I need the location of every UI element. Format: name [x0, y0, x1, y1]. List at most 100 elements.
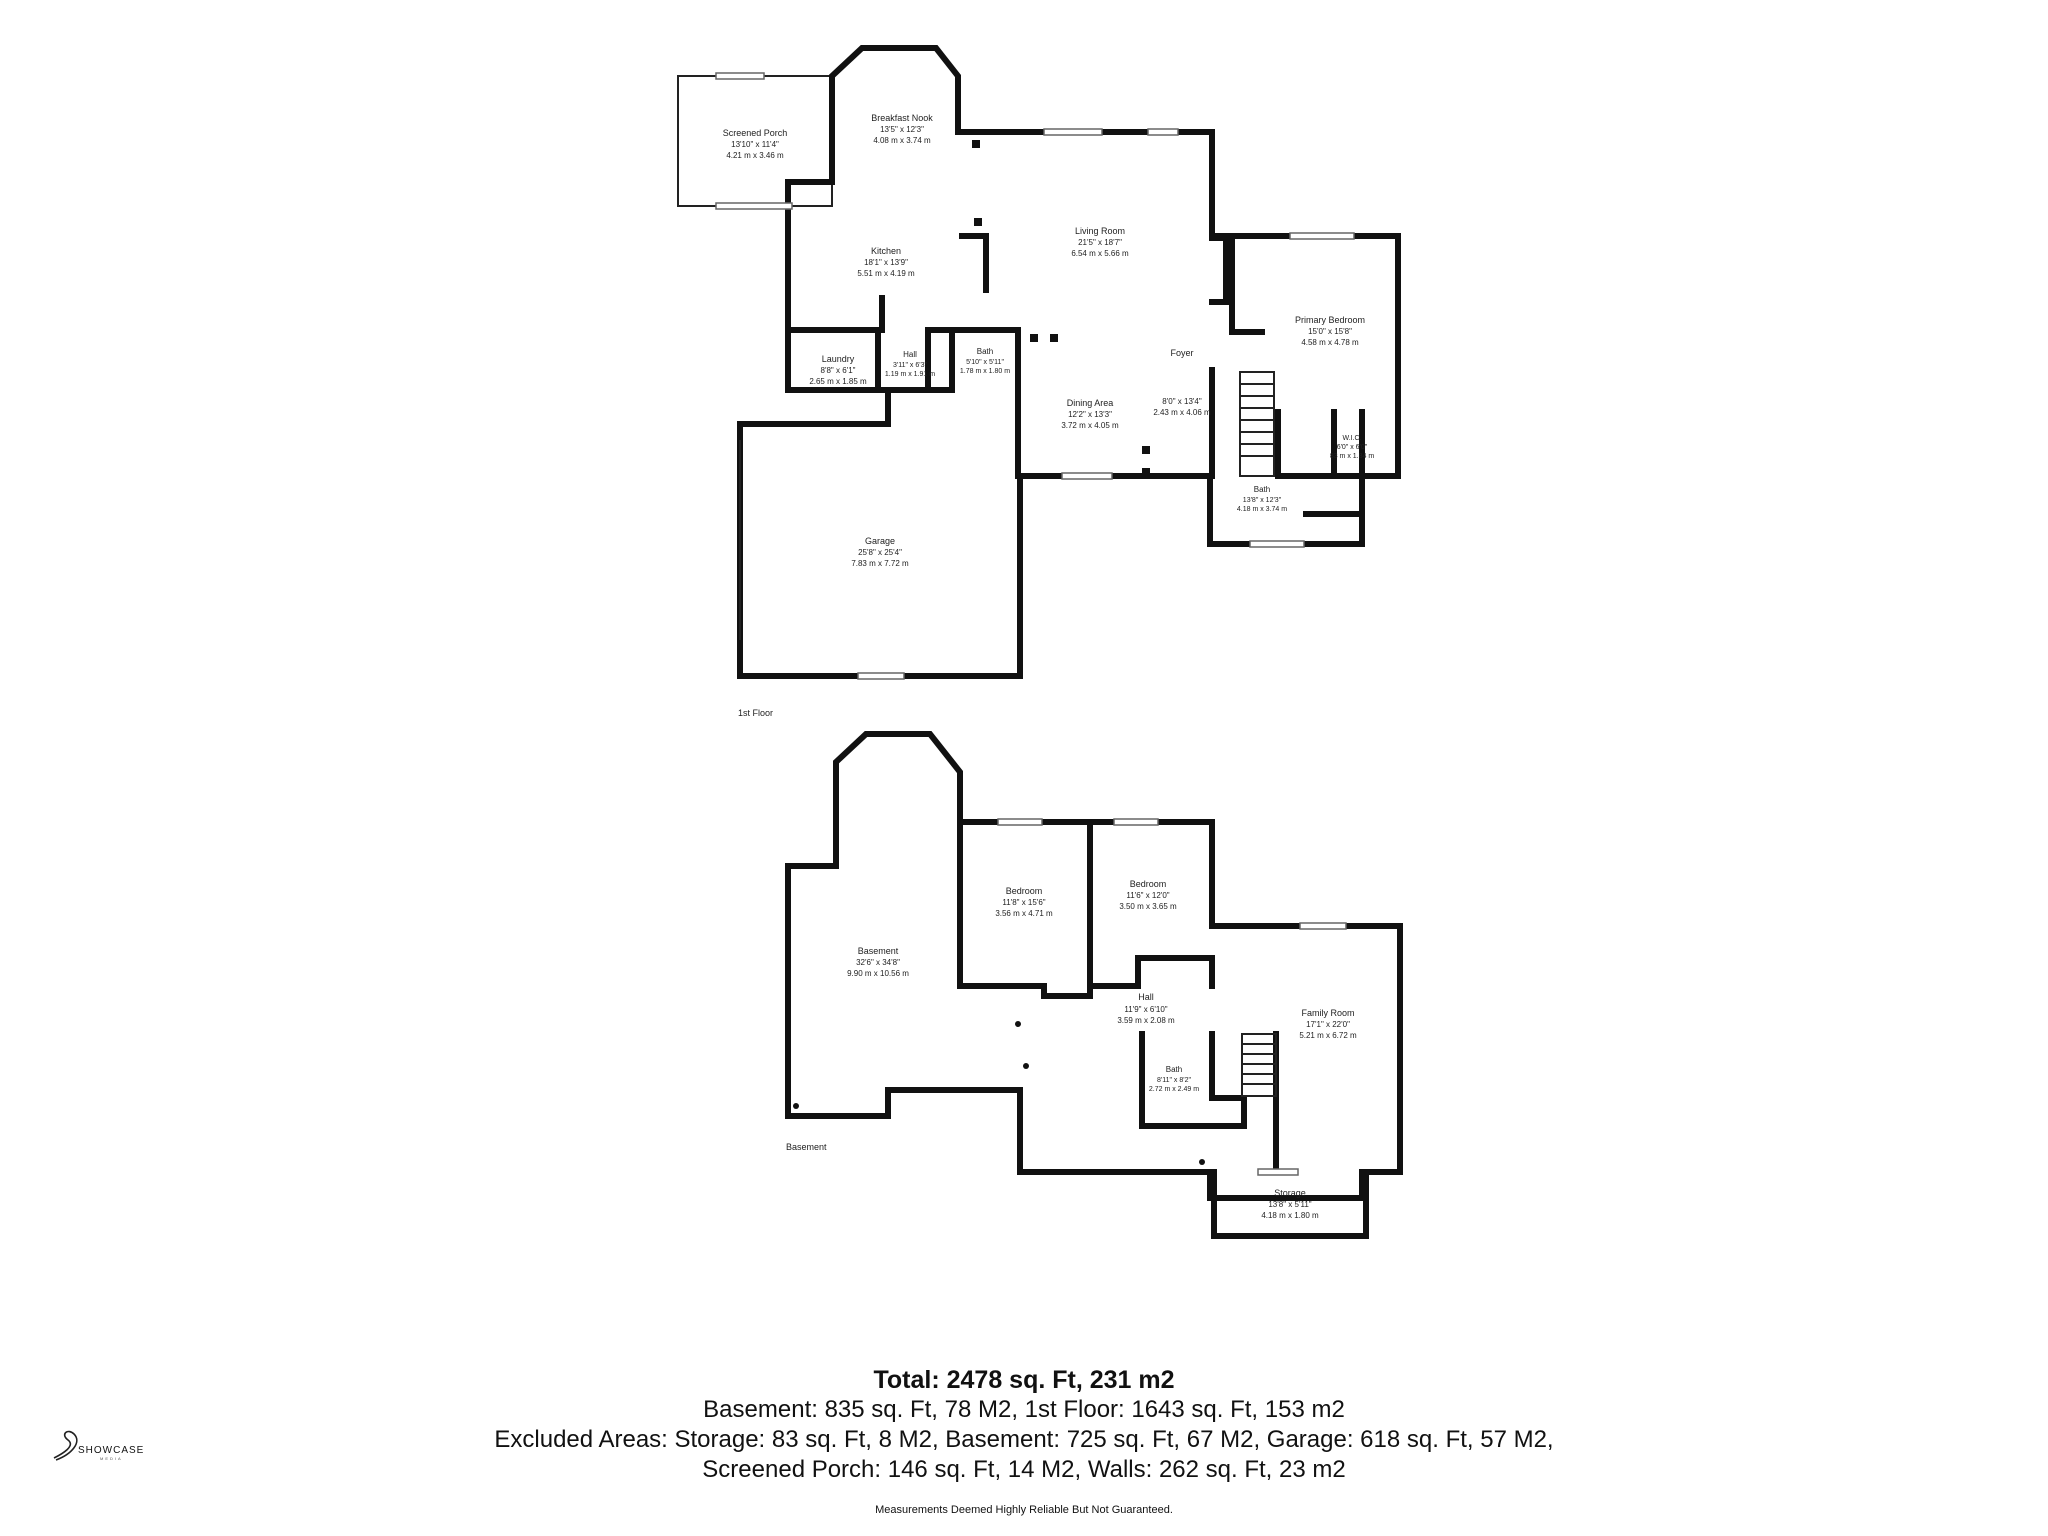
showcase-swoosh-icon [53, 1430, 78, 1461]
window [857, 672, 905, 680]
svg-text:2.65 m x 1.85 m: 2.65 m x 1.85 m [809, 377, 867, 386]
window [1147, 128, 1179, 136]
room-bedroom-a: Bedroom 11'8" x 15'6" 3.56 m x 4.71 m [995, 886, 1053, 918]
svg-text:83 m x 1.84 m: 83 m x 1.84 m [1330, 453, 1375, 460]
logo-subtext: MEDIA [100, 1456, 123, 1461]
column [972, 140, 980, 148]
bedroom-b-wall [1087, 819, 1215, 989]
room-hall-basement: Hall 11'9" x 6'10" 3.59 m x 2.08 m [1117, 992, 1175, 1025]
window [1249, 540, 1305, 548]
room-dining-area: Dining Area 12'2" x 13'3" 3.72 m x 4.05 … [1061, 398, 1119, 430]
svg-text:3'11" x 6'3": 3'11" x 6'3" [893, 362, 927, 369]
svg-text:13'8" x 12'3": 13'8" x 12'3" [1243, 497, 1282, 504]
stair-treads-1st [1240, 383, 1274, 457]
svg-text:13'8" x 5'11": 13'8" x 5'11" [1268, 1200, 1311, 1209]
bath-inner-wall [1275, 409, 1365, 479]
room-screened-porch: Screened Porch 13'10" x 11'4" 4.21 m x 3… [723, 128, 788, 160]
column [974, 218, 982, 226]
room-foyer: Foyer 8'0" x 13'4" 2.43 m x 4.06 m [1153, 348, 1211, 417]
total-area: Total: 2478 sq. Ft, 231 m2 [873, 1366, 1175, 1394]
svg-text:17'1" x 22'0": 17'1" x 22'0" [1306, 1020, 1350, 1029]
svg-text:7.83 m x 7.72 m: 7.83 m x 7.72 m [851, 559, 909, 568]
svg-text:13'5" x 12'3": 13'5" x 12'3" [880, 125, 924, 134]
svg-text:2.72 m x 2.49 m: 2.72 m x 2.49 m [1149, 1086, 1199, 1093]
svg-text:Garage: Garage [865, 536, 895, 546]
room-wic: W.I.C. 6'0" x 6'0" 83 m x 1.84 m [1330, 435, 1375, 460]
first-floor [677, 45, 1401, 680]
floor-label-basement: Basement [786, 1142, 827, 1152]
svg-text:5.51 m x 4.19 m: 5.51 m x 4.19 m [857, 269, 915, 278]
svg-text:8'11" x 8'2": 8'11" x 8'2" [1157, 1077, 1191, 1084]
svg-text:1.19 m x 1.91 m: 1.19 m x 1.91 m [885, 371, 935, 378]
svg-text:32'6" x 34'8": 32'6" x 34'8" [856, 958, 900, 967]
column [1030, 334, 1038, 342]
window [997, 818, 1043, 826]
svg-text:Hall: Hall [903, 350, 917, 359]
svg-text:6'0" x 6'0": 6'0" x 6'0" [1337, 444, 1368, 451]
area-breakdown-line-1: Basement: 835 sq. Ft, 78 M2, 1st Floor: … [703, 1396, 1345, 1423]
area-breakdown-line-3: Screened Porch: 146 sq. Ft, 14 M2, Walls… [702, 1456, 1346, 1483]
svg-text:W.I.C.: W.I.C. [1342, 435, 1361, 442]
post [1023, 1063, 1029, 1069]
room-living-room: Living Room 21'5" x 18'7" 6.54 m x 5.66 … [1071, 226, 1129, 258]
kitchen-side-wall [785, 327, 1215, 479]
svg-text:3.72 m x 4.05 m: 3.72 m x 4.05 m [1061, 421, 1119, 430]
svg-text:3.56 m x 4.71 m: 3.56 m x 4.71 m [995, 909, 1053, 918]
svg-text:2.43 m x 4.06 m: 2.43 m x 4.06 m [1153, 408, 1211, 417]
svg-text:Living Room: Living Room [1075, 226, 1125, 236]
basement-floor [785, 731, 1403, 1239]
window [1113, 818, 1159, 826]
svg-text:13'10" x 11'4": 13'10" x 11'4" [731, 140, 779, 149]
svg-text:Laundry: Laundry [822, 354, 855, 364]
column [1050, 334, 1058, 342]
area-breakdown-line-2: Excluded Areas: Storage: 83 sq. Ft, 8 M2… [494, 1426, 1554, 1453]
window [1257, 1168, 1299, 1176]
window [715, 72, 765, 80]
window [1061, 472, 1113, 480]
kitchen-counter [959, 233, 989, 293]
svg-text:25'8" x 25'4": 25'8" x 25'4" [858, 548, 902, 557]
room-primary-bedroom: Primary Bedroom 15'0" x 15'8" 4.58 m x 4… [1295, 315, 1365, 347]
svg-text:Bath: Bath [1254, 485, 1270, 494]
room-breakfast-nook: Breakfast Nook 13'5" x 12'3" 4.08 m x 3.… [871, 113, 933, 145]
svg-text:1.78 m x 1.80 m: 1.78 m x 1.80 m [960, 368, 1010, 375]
post [1199, 1159, 1205, 1165]
storage-wall [1211, 1169, 1369, 1239]
window [1043, 128, 1103, 136]
svg-text:4.18 m x 1.80 m: 4.18 m x 1.80 m [1261, 1211, 1319, 1220]
svg-text:5.21 m x 6.72 m: 5.21 m x 6.72 m [1299, 1031, 1357, 1040]
svg-text:Kitchen: Kitchen [871, 246, 901, 256]
stairs-1st [1239, 371, 1275, 477]
stair-treads-basement [1242, 1043, 1276, 1085]
svg-text:4.18 m x 3.74 m: 4.18 m x 3.74 m [1237, 506, 1287, 513]
svg-text:4.58 m x 4.78 m: 4.58 m x 4.78 m [1301, 338, 1359, 347]
svg-text:11'6" x 12'0": 11'6" x 12'0" [1126, 891, 1169, 900]
svg-text:Bath: Bath [1166, 1065, 1182, 1074]
room-hall-1st: Hall 3'11" x 6'3" 1.19 m x 1.91 m [885, 350, 935, 378]
svg-text:18'1" x 13'9": 18'1" x 13'9" [864, 258, 908, 267]
svg-text:4.21 m x 3.46 m: 4.21 m x 3.46 m [726, 151, 784, 160]
svg-text:4.08 m x 3.74 m: 4.08 m x 3.74 m [873, 136, 931, 145]
svg-text:3.59 m x 2.08 m: 3.59 m x 2.08 m [1117, 1016, 1175, 1025]
svg-text:21'5" x 18'7": 21'5" x 18'7" [1078, 238, 1122, 247]
room-bedroom-b: Bedroom 11'6" x 12'0" 3.50 m x 3.65 m [1119, 879, 1177, 911]
svg-text:8'8" x 6'1": 8'8" x 6'1" [821, 366, 856, 375]
floor-label-1st: 1st Floor [738, 708, 773, 718]
basement-outer-wall [785, 731, 1403, 1201]
room-family-room: Family Room 17'1" x 22'0" 5.21 m x 6.72 … [1299, 1008, 1357, 1040]
room-storage: Storage 13'8" x 5'11" 4.18 m x 1.80 m [1261, 1188, 1319, 1220]
window [1299, 922, 1347, 930]
primary-suite-wall [1207, 233, 1401, 547]
svg-text:Family Room: Family Room [1301, 1008, 1354, 1018]
svg-text:Basement: Basement [858, 946, 899, 956]
post [793, 1103, 799, 1109]
svg-text:Bedroom: Bedroom [1130, 879, 1167, 889]
svg-text:Storage: Storage [1274, 1188, 1306, 1198]
closet-wall [1229, 237, 1265, 335]
svg-text:3.50 m x 3.65 m: 3.50 m x 3.65 m [1119, 902, 1177, 911]
window [715, 202, 793, 210]
room-bath-primary: Bath 13'8" x 12'3" 4.18 m x 3.74 m [1237, 485, 1287, 513]
hall-bath-wall [925, 327, 1021, 393]
post [1015, 1021, 1021, 1027]
